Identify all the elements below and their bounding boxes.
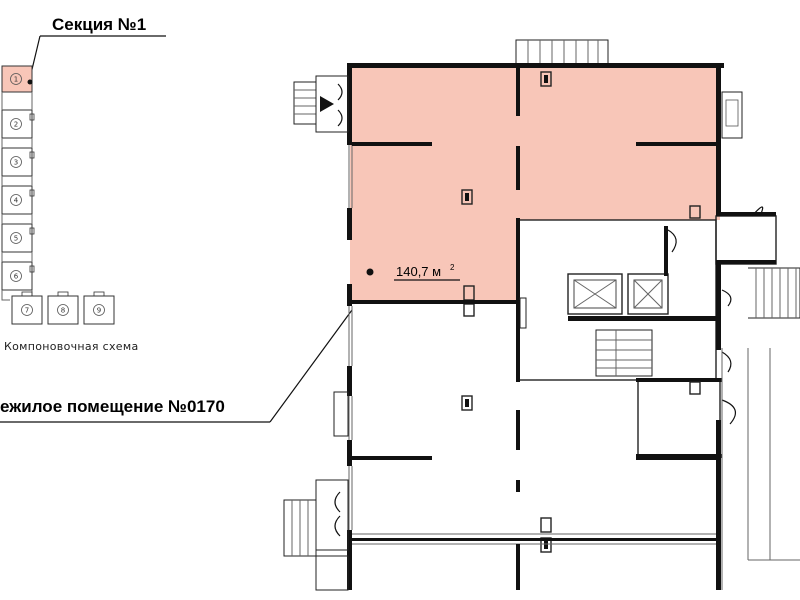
area-value: 140,7 м bbox=[396, 264, 441, 279]
wall-north bbox=[347, 63, 724, 68]
west-entrance-stair bbox=[293, 81, 317, 125]
column-3 bbox=[689, 205, 701, 219]
wall-east-upper bbox=[716, 63, 721, 213]
scheme-connectors bbox=[1, 92, 33, 301]
core-door-swing bbox=[667, 229, 677, 253]
premises-leader-line bbox=[269, 309, 353, 423]
west-entrance-vestibule bbox=[315, 75, 349, 133]
top-stair-steps bbox=[527, 40, 599, 64]
section-block-6[interactable]: 6 bbox=[1, 261, 35, 291]
small-room-lower-right bbox=[637, 379, 721, 457]
section-block-2[interactable]: 2 bbox=[1, 109, 35, 139]
west-entrance-steps bbox=[294, 89, 316, 115]
inner-wall-h2 bbox=[636, 142, 716, 146]
wall-west-seg2 bbox=[347, 284, 352, 306]
area-unit-exponent: 2 bbox=[450, 263, 455, 272]
section-block-1[interactable]: 1 bbox=[1, 65, 33, 93]
east-door-swing bbox=[751, 206, 764, 217]
section-label: Секция №1 bbox=[52, 15, 146, 34]
floor-plan: 140,7 м 2 bbox=[283, 39, 800, 591]
wall-east-lower bbox=[716, 420, 721, 590]
entrance-arrow-icon bbox=[320, 96, 334, 112]
east-balcony bbox=[721, 91, 743, 139]
east-stair-steps bbox=[755, 268, 797, 318]
inner-wall-h1 bbox=[352, 142, 432, 146]
wall-south-glazing bbox=[352, 538, 720, 541]
east-stair bbox=[748, 267, 800, 319]
door-swing-2 bbox=[337, 109, 343, 127]
wall-west-seg bbox=[347, 208, 352, 240]
premises-0170-area[interactable] bbox=[350, 66, 720, 302]
section-num-8: 8 bbox=[61, 307, 65, 315]
section-num-4: 4 bbox=[14, 197, 19, 205]
section-num-7: 7 bbox=[25, 307, 29, 315]
elevator-1 bbox=[567, 273, 623, 315]
column-5 bbox=[463, 303, 475, 317]
inner-wall-v1 bbox=[516, 66, 520, 116]
section-num-3: 3 bbox=[14, 159, 18, 167]
west-lower-vestibule bbox=[315, 479, 349, 551]
column-7 bbox=[540, 517, 552, 533]
column-1 bbox=[540, 71, 552, 87]
lower-inner-wall-v bbox=[516, 410, 520, 450]
core-wall-mid bbox=[568, 316, 718, 321]
core-stair bbox=[595, 329, 653, 377]
section-block-5[interactable]: 5 bbox=[1, 223, 35, 253]
core-wall-inner bbox=[664, 226, 668, 276]
layout-scheme: Секция №1 1 2 3 4 bbox=[1, 15, 166, 353]
section-num-5: 5 bbox=[14, 235, 18, 243]
section-num-9: 9 bbox=[97, 307, 101, 315]
section-block-9[interactable]: 9 bbox=[83, 291, 115, 325]
section-block-8[interactable]: 8 bbox=[47, 291, 79, 325]
top-stair bbox=[515, 39, 609, 65]
west-niche bbox=[333, 391, 349, 437]
wall-west-upper bbox=[347, 63, 352, 145]
wall-west-seg4 bbox=[347, 440, 352, 466]
elevator-2 bbox=[627, 273, 669, 315]
scheme-caption: Компоновочная схема bbox=[4, 340, 139, 353]
core-stair-steps bbox=[596, 330, 652, 376]
wall-west-seg3 bbox=[347, 366, 352, 396]
section-block-4[interactable]: 4 bbox=[1, 185, 35, 215]
column-2 bbox=[461, 189, 473, 205]
premises-label: ежилое помещение №0170 bbox=[0, 397, 225, 416]
section-num-2: 2 bbox=[14, 121, 18, 129]
wall-premises-south bbox=[352, 300, 518, 304]
section-num-6: 6 bbox=[14, 273, 19, 281]
area-marker-dot bbox=[366, 268, 374, 276]
wall-west-lower bbox=[347, 530, 352, 590]
lower-door-swing bbox=[721, 399, 737, 425]
door-swing bbox=[337, 83, 343, 101]
core-column bbox=[519, 297, 527, 329]
section-block-3[interactable]: 3 bbox=[1, 147, 35, 177]
section-marker-dot bbox=[27, 79, 33, 85]
core-block bbox=[517, 219, 717, 381]
column-6 bbox=[461, 395, 473, 411]
section-num-1: 1 bbox=[14, 76, 18, 84]
west-lower-stair-steps bbox=[291, 500, 309, 556]
section-block-7[interactable]: 7 bbox=[11, 291, 43, 325]
east-vestibule bbox=[715, 215, 777, 265]
inner-wall-v2 bbox=[516, 146, 520, 190]
lower-inner-wall-h1 bbox=[352, 456, 432, 460]
lower-inner-wall-h2 bbox=[636, 456, 716, 460]
